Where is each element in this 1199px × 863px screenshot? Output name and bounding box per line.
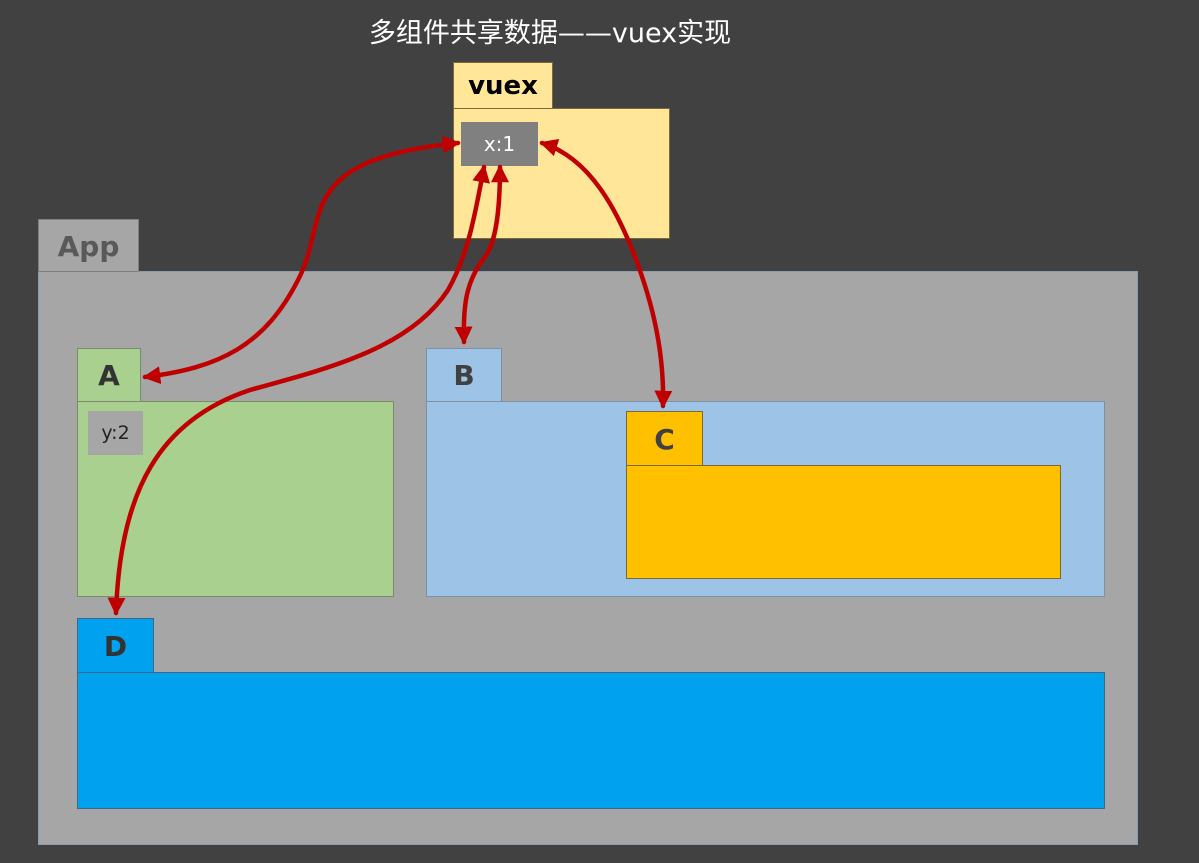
diagram-title: 多组件共享数据——vuex实现 xyxy=(368,18,732,49)
component-a-state: y:2 xyxy=(88,411,143,455)
component-d-body xyxy=(77,672,1105,809)
vuex-shared-state: x:1 xyxy=(461,122,538,166)
component-d-label: D xyxy=(77,618,154,673)
component-a-label: A xyxy=(77,348,141,402)
component-c-body xyxy=(626,465,1061,579)
component-c-label: C xyxy=(626,411,703,466)
vuex-store-label: vuex xyxy=(453,62,553,109)
component-b-label: B xyxy=(426,348,502,402)
app-component-label: App xyxy=(38,219,139,272)
